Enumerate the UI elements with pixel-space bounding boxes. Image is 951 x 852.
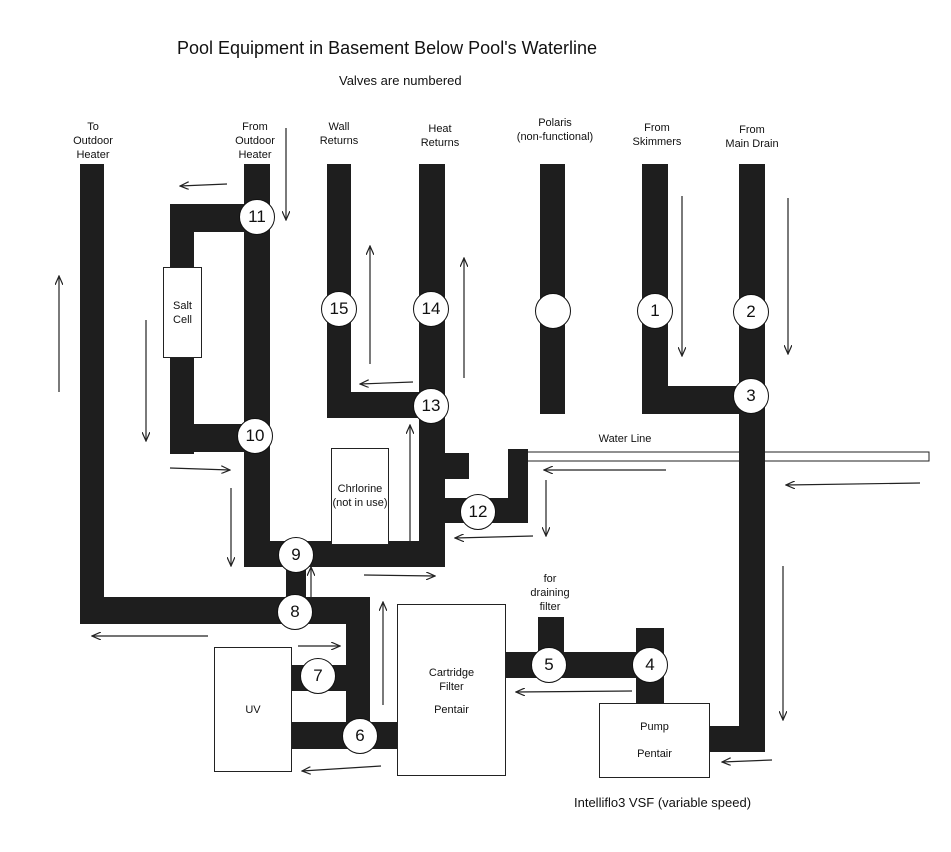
pipe-12-vertical xyxy=(508,449,528,523)
pipe-horizontal-9 xyxy=(244,541,445,567)
cartridge-filter: Cartridge Filter Pentair xyxy=(397,604,506,776)
valve-6: 6 xyxy=(342,718,378,754)
pump-label: Pump xyxy=(640,721,669,733)
pipe-to-heater xyxy=(80,164,104,624)
pipe-12-stub-left xyxy=(419,453,469,479)
flow-arrow xyxy=(169,468,230,470)
pump: Pump Pentair xyxy=(599,703,710,778)
cartridge-filter-label: Cartridge Filter xyxy=(428,667,475,693)
pipe-main-drain xyxy=(739,164,765,752)
valve-polaris xyxy=(535,293,571,329)
flow-arrow xyxy=(363,575,435,576)
valve-3: 3 xyxy=(733,378,769,414)
label-heat-returns: Heat Returns xyxy=(420,123,460,149)
valve-14: 14 xyxy=(413,291,449,327)
pipes xyxy=(80,164,765,752)
valve-15: 15 xyxy=(321,291,357,327)
pipe-salt-left-top xyxy=(170,204,194,269)
pipe-wall-returns xyxy=(327,164,351,409)
valve-9: 9 xyxy=(278,537,314,573)
flow-arrow xyxy=(722,760,773,762)
pump-model-label: Intelliflo3 VSF (variable speed) xyxy=(574,795,752,810)
chlorine-label: Chrlorine (not in use) xyxy=(332,483,388,509)
water-line xyxy=(523,451,930,462)
salt-cell-label: Salt Cell xyxy=(173,300,192,326)
pump-brand-label: Pentair xyxy=(637,748,672,760)
valve-10: 10 xyxy=(237,418,273,454)
pipe-to-pump xyxy=(710,726,765,752)
valve-7: 7 xyxy=(300,658,336,694)
salt-cell: Salt Cell xyxy=(163,267,202,358)
uv-unit: UV xyxy=(214,647,292,772)
valve-2: 2 xyxy=(733,294,769,330)
label-wall-returns: Wall Returns xyxy=(319,121,359,147)
flow-arrow xyxy=(786,483,921,485)
label-from-outdoor-heater: From Outdoor Heater xyxy=(235,121,275,161)
valve-8: 8 xyxy=(277,594,313,630)
label-to-outdoor-heater: To Outdoor Heater xyxy=(73,121,113,161)
valve-13: 13 xyxy=(413,388,449,424)
subtitle: Valves are numbered xyxy=(339,73,462,88)
chlorine-feeder: Chrlorine (not in use) xyxy=(331,448,389,545)
label-draining-filter: for draining filter xyxy=(530,573,570,613)
flow-arrows xyxy=(59,128,921,771)
pipe-horizontal-8 xyxy=(80,597,370,624)
page-title: Pool Equipment in Basement Below Pool's … xyxy=(177,38,597,58)
flow-arrow xyxy=(516,691,633,692)
valve-4: 4 xyxy=(632,647,668,683)
flow-arrow xyxy=(302,765,382,771)
label-from-skimmers: From Skimmers xyxy=(632,122,682,148)
label-from-main-drain: From Main Drain xyxy=(725,124,779,150)
flow-arrow xyxy=(180,184,228,186)
flow-arrow xyxy=(360,382,414,384)
flow-arrow xyxy=(455,536,534,538)
label-polaris: Polaris (non-functional) xyxy=(516,117,594,143)
valve-1: 1 xyxy=(637,293,673,329)
label-water-line: Water Line xyxy=(598,433,652,445)
valve-11: 11 xyxy=(239,199,275,235)
uv-label: UV xyxy=(245,704,261,716)
valve-5: 5 xyxy=(531,647,567,683)
filter-brand-label: Pentair xyxy=(434,704,469,716)
pipe-skimmers xyxy=(642,164,668,414)
valve-12: 12 xyxy=(460,494,496,530)
pipe-polaris xyxy=(540,164,565,414)
